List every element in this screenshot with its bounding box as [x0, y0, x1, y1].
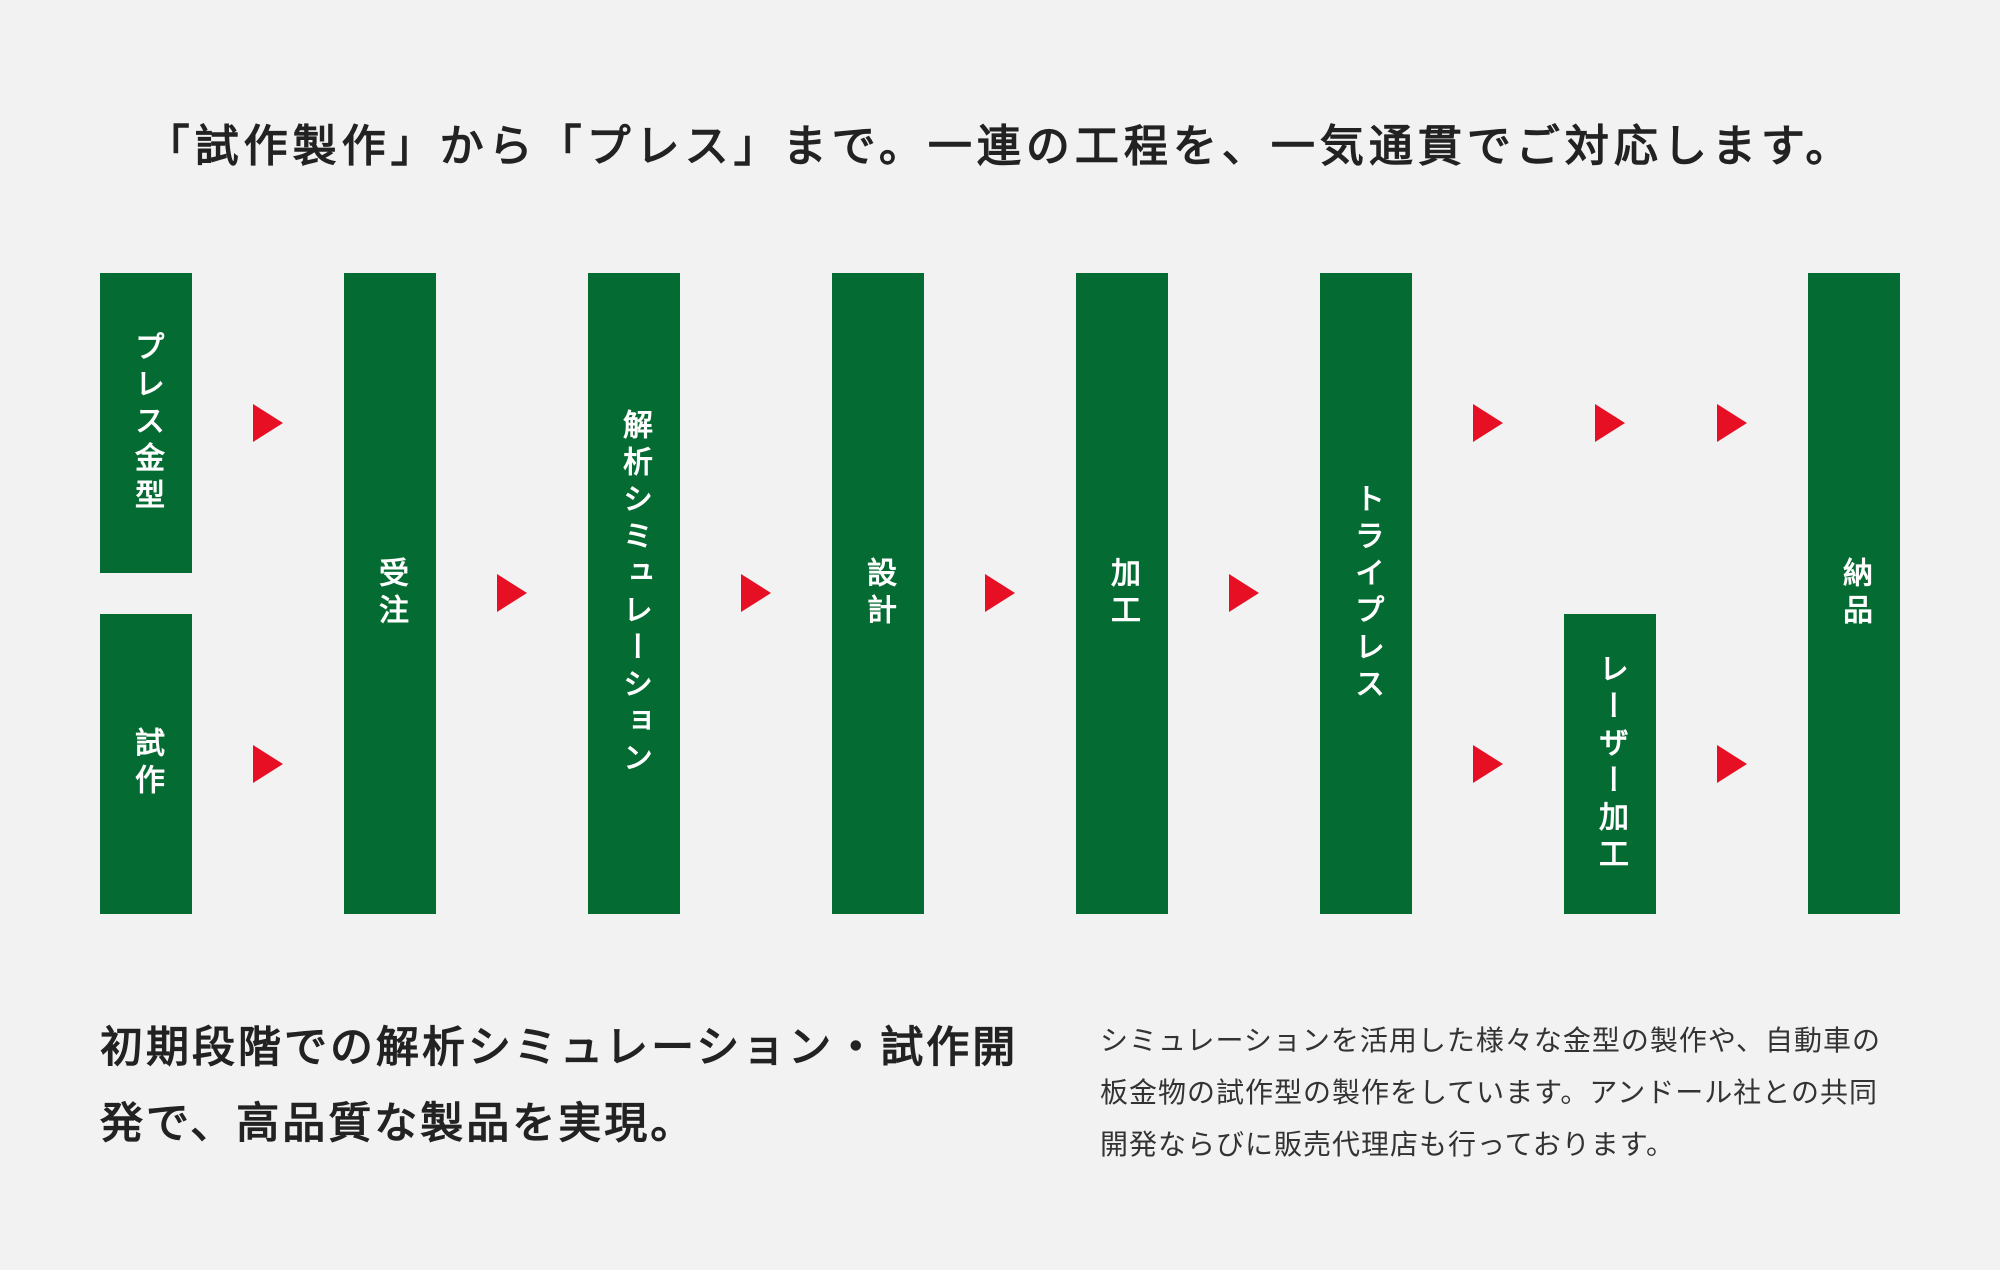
step-order: 受注 — [344, 273, 436, 914]
step-try-press: トライプレス — [1320, 273, 1412, 914]
step-design-label: 設計 — [861, 556, 896, 631]
arrow-design-to-machining — [985, 574, 1015, 612]
step-laser-machining-label: レーザー加工 — [1593, 653, 1628, 875]
arrow-order-to-analysis — [497, 574, 527, 612]
arrow-press-die-to-order — [253, 404, 283, 442]
step-press-die-label: プレス金型 — [129, 330, 164, 516]
step-prototype-label: 試作 — [129, 727, 164, 801]
step-delivery: 納品 — [1808, 273, 1900, 914]
arrow-analysis-to-design — [741, 574, 771, 612]
arrow-machining-to-branch — [1229, 574, 1259, 612]
headline: 「試作製作」から「プレス」まで。一連の工程を、一気通貫でご対応します。 — [145, 121, 1855, 172]
arrow-top-row-3 — [1717, 404, 1747, 442]
arrow-laser-to-delivery — [1717, 745, 1747, 783]
step-delivery-label: 納品 — [1837, 556, 1872, 631]
arrow-prototype-to-order — [253, 745, 283, 783]
step-press-die: プレス金型 — [100, 273, 192, 573]
step-machining-label: 加工 — [1105, 556, 1140, 631]
lead-statement: 初期段階での解析シミュレーション・試作開発で、高品質な製品を実現。 — [100, 1023, 1019, 1149]
step-prototype: 試作 — [100, 614, 192, 914]
arrow-top-row-1 — [1473, 404, 1503, 442]
step-order-label: 受注 — [373, 556, 408, 631]
step-try-press-label: トライプレス — [1349, 482, 1384, 705]
description-text: シミュレーションを活用した様々な金型の製作や、自動車の板金物の試作型の製作をして… — [1100, 1024, 1882, 1161]
step-machining: 加工 — [1076, 273, 1168, 914]
step-laser-machining: レーザー加工 — [1564, 614, 1656, 914]
step-design: 設計 — [832, 273, 924, 914]
step-analysis-simulation: 解析シミュレーション — [588, 273, 680, 914]
arrow-top-row-2 — [1595, 404, 1625, 442]
step-analysis-simulation-label: 解析シミュレーション — [617, 408, 652, 779]
arrow-try-press-to-laser — [1473, 745, 1503, 783]
